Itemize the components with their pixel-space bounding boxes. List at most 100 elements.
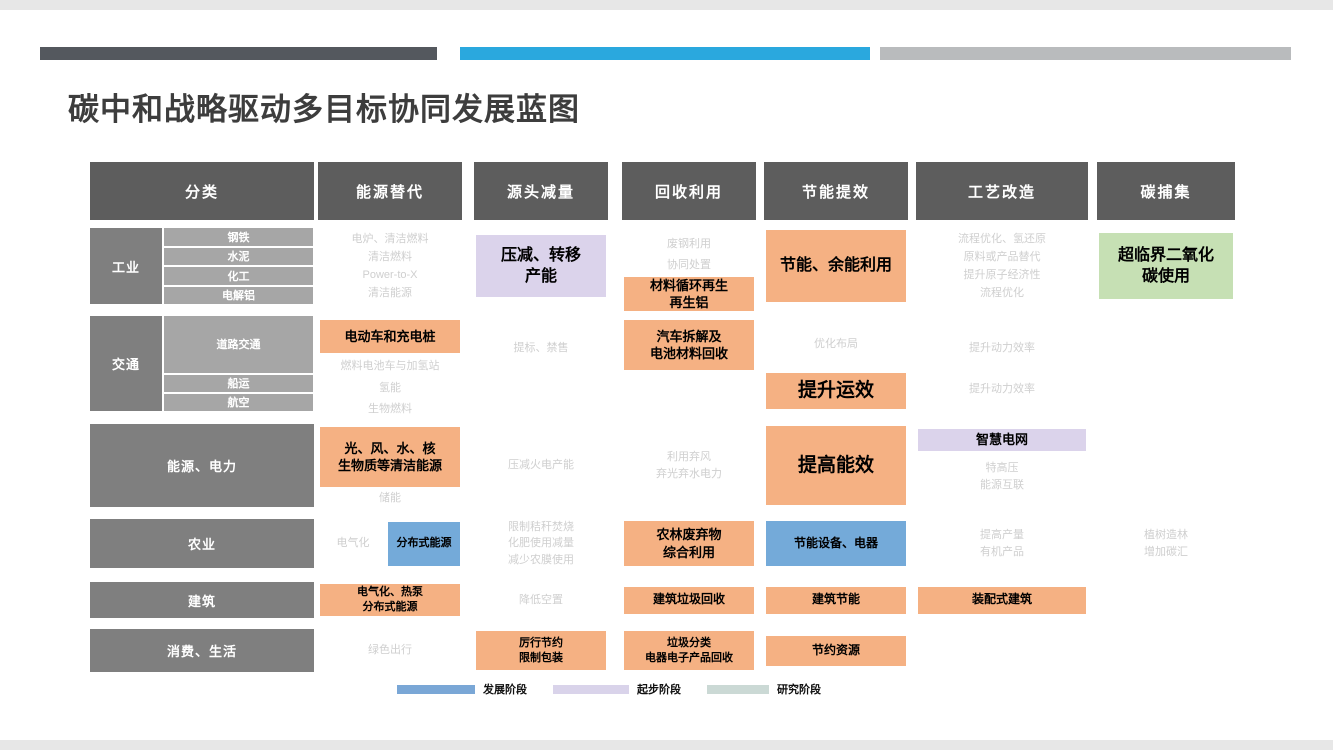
- research-stage-text: 储能: [379, 492, 401, 504]
- stage-box-orange: 厉行节约 限制包装: [476, 631, 606, 670]
- sub-label: 船运: [164, 374, 313, 392]
- accent-bar-gray: [880, 47, 1291, 60]
- research-stage-text: Power-to-X: [362, 268, 418, 281]
- cell-source: 限制秸秆焚烧 化肥使用减量 减少农膜使用: [474, 519, 608, 568]
- research-stage-text: 优化布局: [814, 338, 858, 350]
- stage-box-orange: 材料循环再生 再生铝: [624, 277, 754, 311]
- stage-legend: 发展阶段起步阶段研究阶段: [397, 681, 847, 697]
- row-label: 消费、生活: [90, 629, 314, 672]
- cell-source: 提标、禁售: [474, 316, 608, 411]
- cell-process: 智慧电网特高压 能源互联: [916, 424, 1088, 507]
- accent-bar-blue: [460, 47, 870, 60]
- row-label: 工业: [90, 228, 162, 304]
- stage-box-orange: 农林废弃物 综合利用: [624, 521, 754, 566]
- cell-energy: 电动车和充电桩燃料电池车与加氢站氢能生物燃料: [318, 316, 462, 415]
- cell-saving: 节约资源: [764, 629, 908, 672]
- research-stage-text: 电气化: [336, 537, 370, 550]
- stage-box-orange: 光、风、水、核 生物质等清洁能源: [320, 427, 460, 487]
- sub-label: 水泥: [164, 247, 313, 265]
- legend-swatch: [553, 684, 629, 694]
- research-stage-text: 清洁燃料: [368, 250, 412, 263]
- research-stage-text: 提升动力效率: [969, 382, 1035, 395]
- cell-energy: 电气化、热泵 分布式能源: [318, 582, 462, 618]
- cell-energy: 光、风、水、核 生物质等清洁能源储能: [318, 424, 462, 507]
- research-stage-text: 提标、禁售: [513, 342, 569, 354]
- page-edge-top: [0, 0, 1333, 10]
- cell-recycle: 建筑垃圾回收: [622, 582, 756, 618]
- cell-source: 降低空置: [474, 582, 608, 618]
- page-title: 碳中和战略驱动多目标协同发展蓝图: [68, 92, 580, 127]
- stage-box-orange: 垃圾分类 电器电子产品回收: [624, 631, 754, 670]
- research-stage-text: 限制秸秆焚烧 化肥使用减量 减少农膜使用: [508, 520, 574, 566]
- cell-recycle: 农林废弃物 综合利用: [622, 519, 756, 568]
- cell-source: 压减、转移 产能: [474, 228, 608, 304]
- stage-box-orange: 提高能效: [766, 426, 906, 505]
- research-stage-text: 提升原子经济性: [963, 268, 1041, 281]
- stage-box-blue: 节能设备、电器: [766, 521, 906, 566]
- research-stage-text: 电炉、清洁燃料: [351, 232, 429, 245]
- column-header-capture: 碳捕集: [1097, 162, 1235, 220]
- research-stage-text: 降低空置: [519, 593, 563, 606]
- stage-box-blue: 分布式能源: [388, 521, 460, 566]
- sub-label: 道路交通: [164, 316, 313, 373]
- research-stage-text: 压减火电产能: [508, 459, 574, 472]
- research-stage-text: 燃料电池车与加氢站: [340, 360, 440, 372]
- research-stage-text: 特高压 能源互联: [980, 462, 1024, 491]
- cell-process: 流程优化、氢还原原料或产品替代提升原子经济性流程优化: [916, 228, 1088, 304]
- legend-label: 发展阶段: [483, 684, 527, 696]
- stage-box-orange: 电气化、热泵 分布式能源: [320, 584, 460, 616]
- research-stage-text: 流程优化: [980, 286, 1024, 299]
- row-sublabels: 钢铁水泥化工电解铝: [164, 228, 313, 304]
- corner-header-category: 分类: [90, 162, 314, 220]
- research-stage-text: 提升动力效率: [969, 342, 1035, 354]
- sub-label: 航空: [164, 393, 313, 411]
- research-stage-text: 协同处置: [667, 258, 711, 271]
- legend-label: 研究阶段: [777, 684, 821, 696]
- cell-recycle: 利用弃风 弃光弃水电力: [622, 424, 756, 507]
- cell-recycle: 废钢利用协同处置材料循环再生 再生铝: [622, 228, 756, 311]
- cell-process: 提升动力效率提升动力效率: [916, 316, 1088, 411]
- cell-saving: 提高能效: [764, 424, 908, 507]
- cell-source: 压减火电产能: [474, 424, 608, 507]
- cell-saving: 优化布局提升运效: [764, 316, 908, 411]
- column-header-saving: 节能提效: [764, 162, 908, 220]
- stage-box-orange: 建筑节能: [766, 586, 906, 614]
- row-label: 农业: [90, 519, 314, 568]
- stage-box-orange: 建筑垃圾回收: [624, 586, 754, 614]
- stage-box-purple: 压减、转移 产能: [476, 235, 606, 297]
- cell-capture: 植树造林 增加碳汇: [1097, 519, 1235, 568]
- page-edge-bottom: [0, 740, 1333, 750]
- column-header-source: 源头减量: [474, 162, 608, 220]
- legend-swatch: [397, 684, 475, 694]
- row-label: 交通: [90, 316, 162, 411]
- stage-box-orange: 汽车拆解及 电池材料回收: [624, 320, 754, 370]
- sub-label: 化工: [164, 267, 313, 285]
- cell-process: 装配式建筑: [916, 582, 1088, 618]
- accent-bar-dark: [40, 47, 437, 60]
- column-header-recycle: 回收利用: [622, 162, 756, 220]
- cell-energy: 电炉、清洁燃料清洁燃料 Power-to-X 清洁能源: [318, 228, 462, 304]
- research-stage-text: 清洁能源: [368, 286, 412, 299]
- cell-recycle: 汽车拆解及 电池材料回收: [622, 316, 756, 411]
- research-stage-text: 生物燃料: [368, 403, 412, 415]
- stage-box-orange: 节约资源: [766, 635, 906, 666]
- row-label: 能源、电力: [90, 424, 314, 507]
- column-header-process: 工艺改造: [916, 162, 1088, 220]
- research-stage-text: 植树造林 增加碳汇: [1144, 529, 1188, 558]
- research-stage-text: 绿色出行: [368, 644, 412, 657]
- stage-box-orange: 装配式建筑: [918, 586, 1086, 614]
- research-stage-text: 原料或产品替代: [963, 250, 1041, 263]
- cell-energy: 电气化 分布式能源: [318, 519, 462, 568]
- stage-box-orange: 电动车和充电桩: [320, 320, 460, 353]
- column-header-energy: 能源替代: [318, 162, 462, 220]
- stage-box-orange: 节能、余能利用: [766, 230, 906, 302]
- research-stage-text: 氢能: [379, 381, 401, 394]
- stage-box-green: 超临界二氧化 碳使用: [1099, 233, 1233, 299]
- cell-recycle: 垃圾分类 电器电子产品回收: [622, 629, 756, 672]
- cell-source: 厉行节约 限制包装: [474, 629, 608, 672]
- cell-saving: 节能、余能利用: [764, 228, 908, 304]
- cell-energy: 绿色出行: [318, 629, 462, 672]
- cell-saving: 建筑节能: [764, 582, 908, 618]
- row-label: 建筑: [90, 582, 314, 618]
